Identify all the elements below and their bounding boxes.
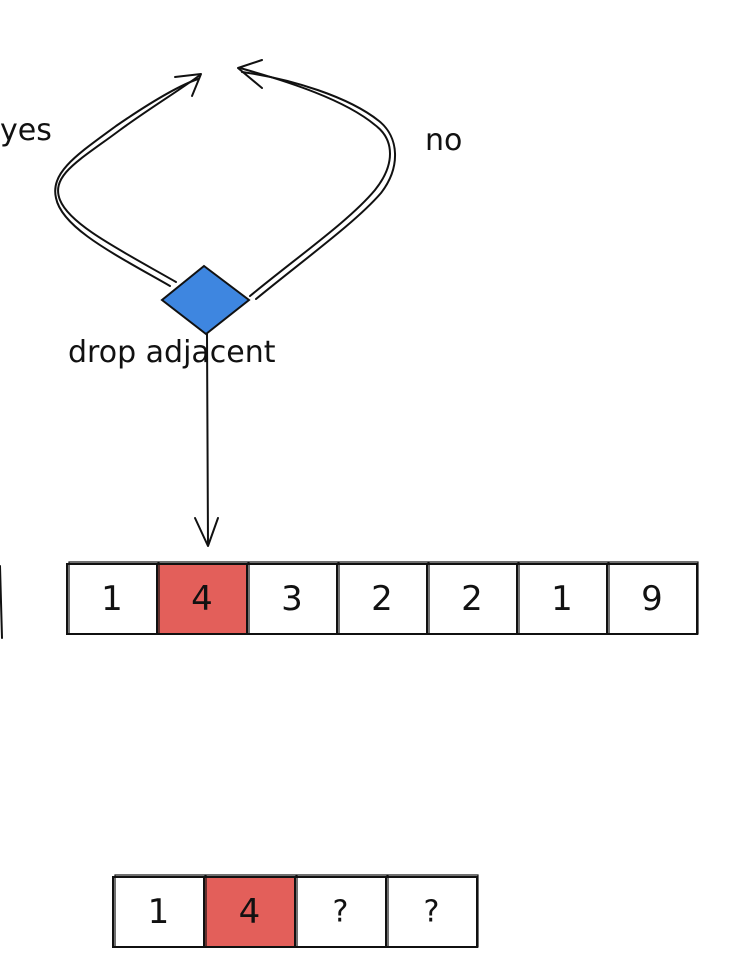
output-array: 1 4?? bbox=[112, 874, 479, 948]
cell-sketch-border bbox=[608, 561, 699, 635]
array-cell: 2 bbox=[336, 561, 429, 635]
array-cell: 3 bbox=[246, 561, 339, 635]
array-cell: 1 bbox=[112, 874, 206, 948]
cell-value: 1 bbox=[101, 579, 123, 619]
array-cell: 2 bbox=[426, 561, 519, 635]
cell-value: 4 bbox=[191, 579, 213, 619]
cell-value: 9 bbox=[641, 579, 663, 619]
cell-box bbox=[606, 563, 698, 635]
cell-value: 2 bbox=[461, 579, 483, 619]
no-label: no bbox=[425, 123, 462, 158]
array-cell: 4 bbox=[203, 874, 297, 948]
cell-value: ? bbox=[424, 895, 440, 930]
cell-value: 4 bbox=[239, 892, 261, 932]
partial-cell-edge bbox=[0, 565, 3, 639]
yes-branch-arrow bbox=[54, 73, 202, 287]
cell-box bbox=[516, 563, 608, 635]
cell-value: 2 bbox=[371, 579, 393, 619]
no-branch-arrow bbox=[237, 59, 396, 300]
cell-box bbox=[385, 876, 478, 948]
highlighted-cell-box bbox=[203, 876, 296, 948]
cell-value: 1 bbox=[551, 579, 573, 619]
cell-value: 1 bbox=[148, 892, 170, 932]
array-cell: ? bbox=[385, 874, 479, 948]
array-cell: 9 bbox=[606, 561, 699, 635]
cell-sketch-border bbox=[387, 874, 479, 948]
decision-label: drop adjacent bbox=[68, 335, 276, 370]
decision-diamond bbox=[160, 264, 251, 336]
yes-label: yes bbox=[0, 113, 52, 148]
cell-value: ? bbox=[333, 895, 349, 930]
input-array: 1 4 3 2 2 1 9 bbox=[66, 561, 699, 635]
array-cell: ? bbox=[294, 874, 388, 948]
array-cell: 4 bbox=[156, 561, 249, 635]
cell-box bbox=[294, 876, 387, 948]
array-cell: 1 bbox=[66, 561, 159, 635]
cell-value: 3 bbox=[281, 579, 303, 619]
down-arrow bbox=[194, 333, 219, 547]
array-cell: 1 bbox=[516, 561, 609, 635]
